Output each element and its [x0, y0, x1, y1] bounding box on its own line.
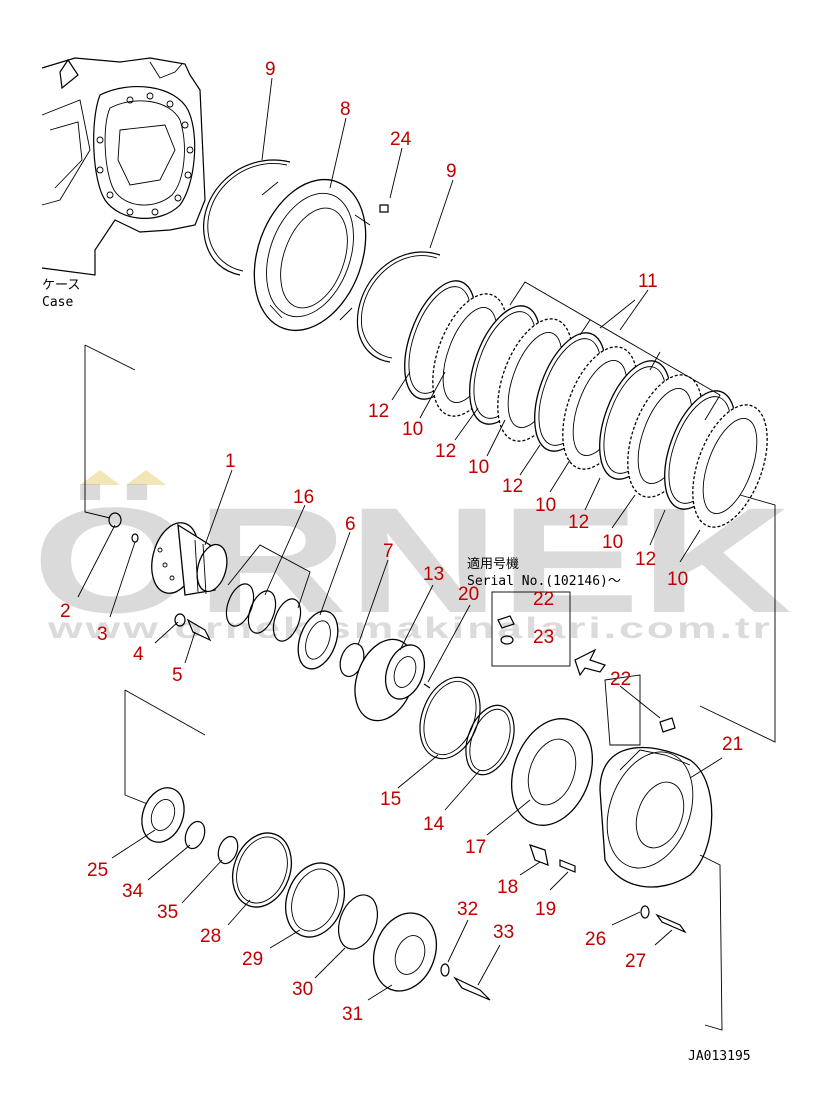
callout-28: 28: [200, 926, 221, 947]
callout-12-d: 12: [568, 512, 589, 533]
callout-34: 34: [122, 881, 144, 902]
o-ring-23-inset: [500, 635, 514, 645]
seal-14: [465, 704, 515, 776]
drawing-code: JA013195: [688, 1049, 751, 1064]
callout-4: 4: [133, 644, 144, 665]
callout-25: 25: [87, 860, 108, 881]
snap-ring-9-lower: [356, 251, 441, 363]
callout-27: 27: [625, 951, 646, 972]
callout-15: 15: [380, 789, 401, 810]
callout-23: 23: [533, 627, 554, 648]
seal-15: [419, 676, 481, 760]
callout-35: 35: [157, 902, 178, 923]
callout-12-b: 12: [435, 441, 456, 462]
callout-9-lower: 9: [446, 161, 457, 182]
callout-11: 11: [638, 271, 658, 292]
serial-label-jp: 適用号機: [467, 556, 519, 572]
washer-32: [440, 963, 450, 977]
callout-12-c: 12: [502, 476, 523, 497]
plug-22: [659, 717, 676, 733]
callout-10-c: 10: [535, 495, 556, 516]
leader-lines: [77, 77, 723, 1001]
sleeve-28: [232, 832, 292, 908]
plate-17: [510, 718, 594, 826]
cover-31: [373, 912, 437, 992]
callout-2: 2: [60, 601, 71, 622]
seal-rings-16: [225, 583, 302, 642]
callout-12-e: 12: [635, 549, 656, 570]
callout-6: 6: [345, 514, 356, 535]
callout-10-b: 10: [468, 457, 489, 478]
callout-24: 24: [390, 129, 412, 150]
callout-7: 7: [383, 541, 394, 562]
snap-ring-2: [108, 512, 122, 528]
callout-30: 30: [292, 979, 313, 1000]
callout-22-inset: 22: [533, 589, 554, 610]
callout-10-d: 10: [602, 532, 623, 553]
callout-18: 18: [497, 877, 518, 898]
screw-19: [559, 859, 576, 873]
callout-19: 19: [535, 899, 556, 920]
callout-10-a: 10: [402, 419, 423, 440]
callout-16: 16: [293, 487, 314, 508]
callout-10-e: 10: [667, 569, 688, 590]
callout-13: 13: [423, 564, 444, 585]
callout-26: 26: [585, 929, 606, 950]
bearing-25: [141, 787, 185, 843]
plug-22-inset: [497, 615, 515, 629]
callout-labels: 9 8 24 9 11 12 10 12 10 12 10 12 10 12 1…: [60, 59, 743, 1025]
case-label-en: Case: [42, 295, 73, 310]
callout-5: 5: [172, 665, 183, 686]
callout-14: 14: [423, 814, 445, 835]
washer-26: [640, 905, 650, 919]
carrier-13: [354, 638, 426, 722]
callout-8: 8: [340, 99, 351, 120]
seal-29: [285, 862, 345, 938]
serial-inset-box: [491, 591, 571, 667]
bolt-27: [655, 913, 687, 934]
bolt-5: [186, 618, 212, 642]
case-label-jp: ケース: [42, 278, 80, 293]
snap-ring-9-upper: [203, 159, 291, 276]
callout-12-a: 12: [368, 401, 389, 422]
callout-17: 17: [465, 837, 486, 858]
o-ring-30: [337, 894, 379, 950]
spring-18: [529, 844, 549, 866]
callout-1: 1: [225, 451, 236, 472]
callout-3: 3: [97, 624, 108, 645]
bolt-33: [453, 976, 491, 1001]
snap-ring-35: [217, 835, 239, 865]
pin-20: [423, 683, 431, 689]
callout-33: 33: [493, 922, 514, 943]
transmission-case-drawing: [41, 57, 206, 276]
callout-31: 31: [342, 1004, 363, 1025]
ring-34: [184, 820, 206, 850]
callout-21: 21: [722, 734, 743, 755]
serial-label: Serial No.(102146)～: [467, 574, 621, 589]
washer-4: [174, 613, 186, 627]
callout-9-upper: 9: [265, 59, 276, 80]
callout-32: 32: [457, 899, 478, 920]
pin-24: [379, 204, 389, 213]
clutch-plate-stack: [404, 280, 768, 528]
bearing-6: [297, 610, 339, 670]
callout-20: 20: [458, 584, 479, 605]
watermark-url-text: www.ornekismakinalari.com.tr: [47, 612, 773, 645]
callout-22: 22: [610, 669, 631, 690]
ring-gear-8: [253, 178, 371, 332]
housing-21: [599, 746, 713, 888]
callout-29: 29: [242, 949, 263, 970]
